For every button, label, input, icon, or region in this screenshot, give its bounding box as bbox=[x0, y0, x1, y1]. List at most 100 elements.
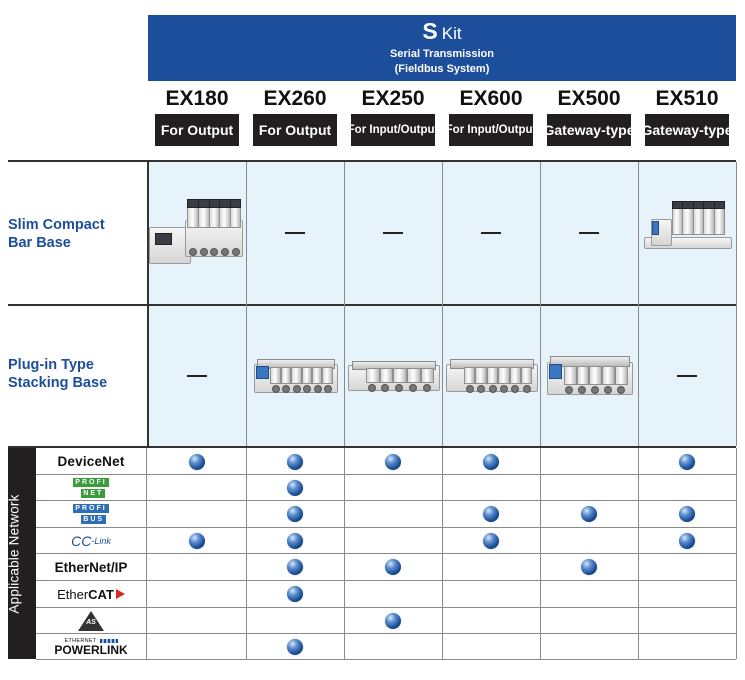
powerlink-stripe-icon bbox=[99, 638, 118, 643]
air-port bbox=[210, 248, 219, 257]
data-area-border bbox=[147, 160, 149, 448]
row-divider bbox=[36, 607, 736, 608]
model-name: EX260 bbox=[263, 87, 327, 110]
supported-dot-icon bbox=[385, 612, 401, 629]
column-divider bbox=[344, 162, 345, 446]
solenoid-valve bbox=[464, 367, 476, 384]
solenoid-valve bbox=[576, 365, 590, 385]
solenoid-valve bbox=[270, 367, 281, 384]
air-port bbox=[578, 386, 587, 395]
air-port bbox=[272, 385, 281, 393]
valve-manifold-image bbox=[348, 354, 440, 398]
base-cell bbox=[246, 162, 344, 304]
base-cell bbox=[344, 162, 442, 304]
model-name: EX250 bbox=[361, 87, 425, 110]
air-port bbox=[511, 384, 520, 393]
air-port bbox=[292, 385, 301, 393]
not-available-dash bbox=[579, 232, 599, 234]
section-divider bbox=[8, 446, 736, 448]
supported-dot-icon bbox=[287, 479, 303, 496]
solenoid-valve bbox=[393, 368, 408, 384]
air-port bbox=[408, 383, 417, 392]
supported-dot-icon bbox=[483, 505, 499, 522]
column-divider bbox=[638, 448, 639, 659]
column-divider bbox=[736, 448, 737, 659]
column-divider bbox=[540, 162, 541, 446]
row-divider bbox=[36, 633, 736, 634]
network-label: Applicable Network bbox=[6, 494, 22, 614]
air-port bbox=[303, 385, 312, 393]
column-divider bbox=[246, 448, 247, 659]
air-port bbox=[381, 383, 390, 392]
base-cell bbox=[148, 162, 246, 304]
row-divider bbox=[36, 474, 736, 475]
model-type-badge: For Input/Output bbox=[446, 114, 536, 146]
kit-subtitle-line2: (Fieldbus System) bbox=[394, 63, 490, 75]
devicenet-logo: DeviceNet bbox=[36, 449, 146, 474]
solenoid-valve bbox=[486, 367, 499, 384]
solenoid-valve bbox=[291, 367, 302, 384]
powerlink-logo-top: ETHERNET bbox=[64, 637, 97, 644]
network-side-band bbox=[8, 448, 36, 659]
solenoid-valve bbox=[379, 368, 394, 384]
supported-dot-icon bbox=[581, 558, 597, 575]
ethernet-ip-logo: EtherNet/IP bbox=[36, 554, 146, 580]
supported-dot-icon bbox=[287, 638, 303, 655]
base-cell bbox=[246, 305, 344, 447]
profinet-logo-bottom: NET bbox=[81, 488, 106, 498]
cc-link-logo-link: -Link bbox=[91, 535, 111, 546]
air-port bbox=[500, 384, 508, 393]
ethercat-logo-ether: Ether bbox=[57, 586, 89, 602]
display-window bbox=[154, 233, 173, 245]
air-port bbox=[282, 385, 291, 393]
valve-manifold-image bbox=[547, 347, 633, 405]
supported-dot-icon bbox=[679, 532, 695, 549]
solenoid-valve bbox=[322, 367, 333, 384]
base-cell bbox=[442, 305, 540, 447]
profibus-logo: PROFI BUS bbox=[36, 501, 146, 527]
si-unit-label bbox=[255, 366, 270, 379]
solenoid-valve bbox=[301, 367, 312, 384]
row-divider bbox=[36, 580, 736, 581]
solenoid-valve bbox=[614, 365, 628, 385]
column-divider bbox=[146, 448, 147, 659]
base-cell bbox=[540, 305, 638, 447]
model-type-badge: For Output bbox=[253, 114, 337, 146]
solenoid-valve bbox=[713, 205, 726, 235]
si-unit-label bbox=[548, 364, 563, 380]
valve-connector bbox=[713, 201, 726, 210]
model-type-badge: For Input/Output bbox=[348, 114, 438, 146]
ethernet-ip-logo-text: EtherNet/IP bbox=[54, 559, 128, 575]
air-port bbox=[522, 384, 531, 393]
column-divider bbox=[736, 162, 737, 446]
row-divider bbox=[36, 659, 736, 660]
solenoid-valve bbox=[366, 368, 380, 384]
solenoid-valve bbox=[602, 365, 615, 385]
air-port bbox=[603, 386, 612, 395]
solenoid-valve bbox=[280, 367, 292, 384]
profinet-logo: PROFI NET bbox=[36, 475, 146, 500]
air-port bbox=[565, 386, 574, 395]
column-divider bbox=[442, 448, 443, 659]
solenoid-valve bbox=[521, 367, 533, 384]
air-port bbox=[367, 383, 376, 392]
column-divider bbox=[442, 162, 443, 446]
air-port bbox=[422, 383, 431, 392]
base-cell bbox=[638, 162, 736, 304]
supported-dot-icon bbox=[385, 558, 401, 575]
row-label-slim-compact: Slim Compact Bar Base bbox=[8, 216, 105, 252]
row-divider bbox=[36, 553, 736, 554]
row-label-line: Bar Base bbox=[8, 235, 71, 251]
row-label-line: Stacking Base bbox=[8, 375, 108, 391]
status-led bbox=[652, 221, 660, 235]
kit-letter: S bbox=[422, 18, 438, 44]
air-port bbox=[488, 384, 497, 393]
supported-dot-icon bbox=[581, 505, 597, 522]
solenoid-valve bbox=[589, 365, 603, 385]
supported-dot-icon bbox=[483, 532, 499, 549]
row-label-line: Plug-in Type bbox=[8, 357, 94, 373]
